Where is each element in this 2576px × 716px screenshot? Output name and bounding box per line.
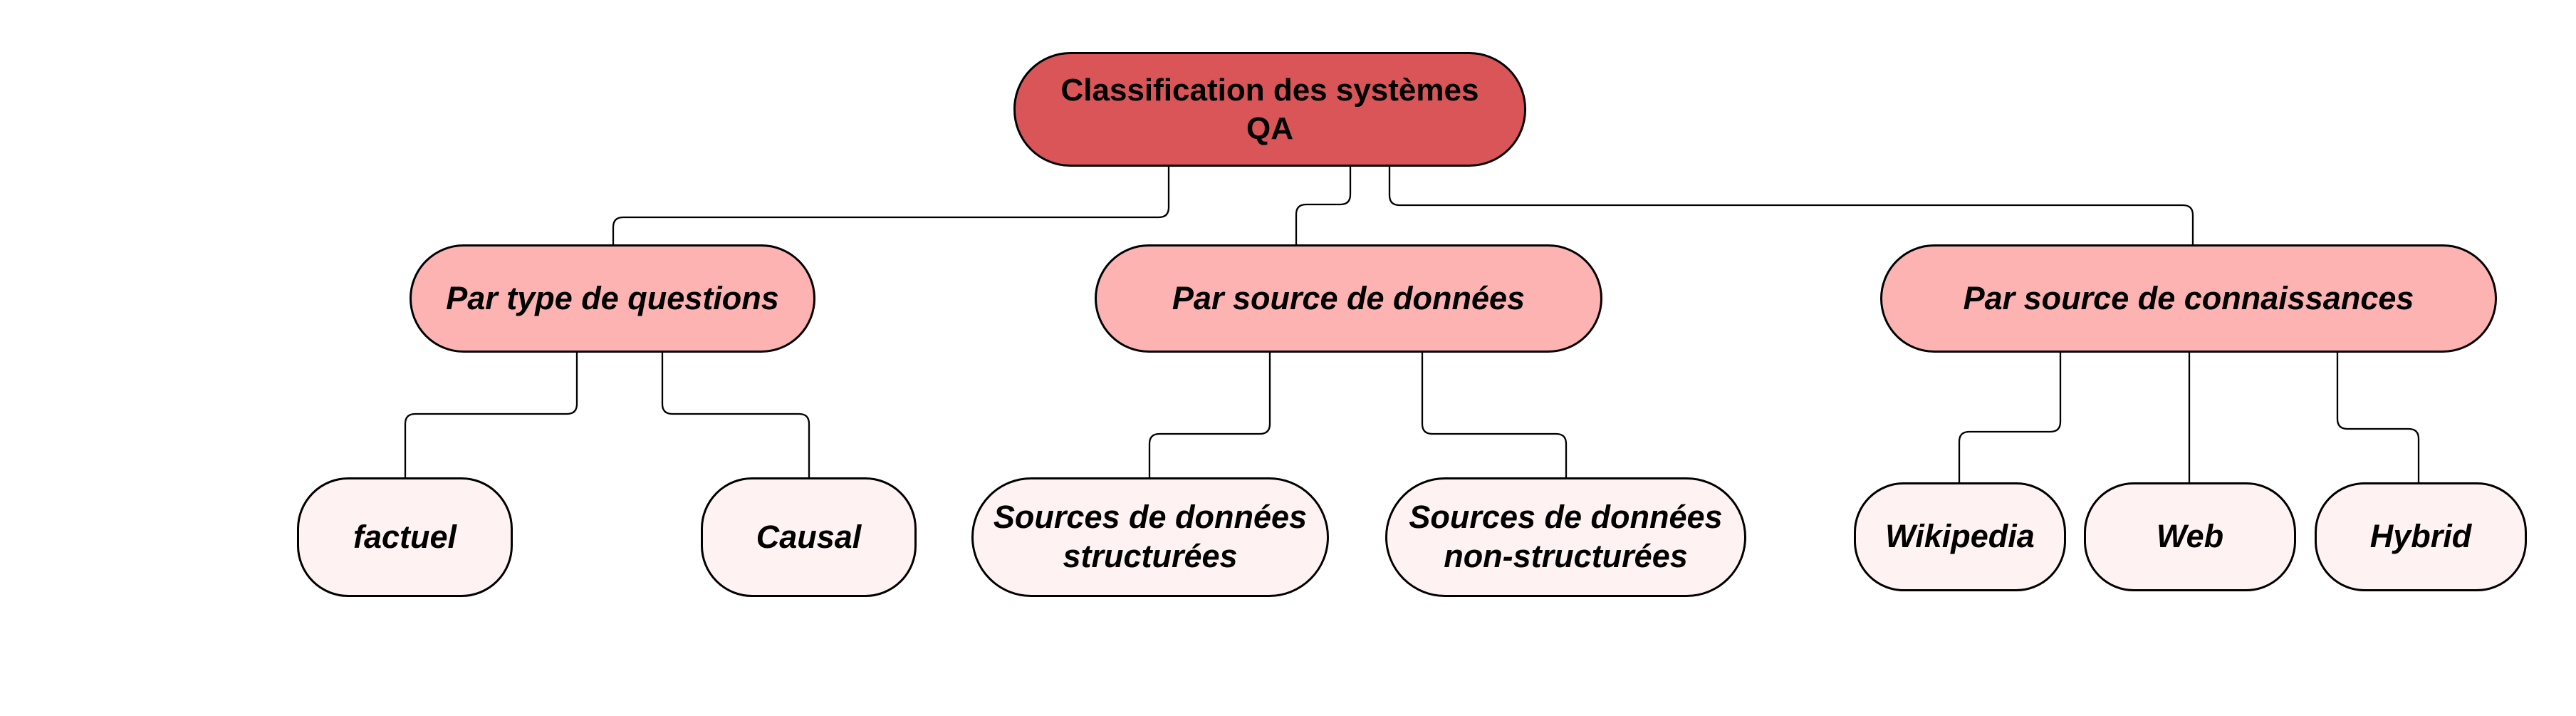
category-label-data-source: Par source de données bbox=[1172, 279, 1526, 316]
leaf-label-structured-data: Sources de données structurées bbox=[993, 499, 1308, 574]
edge-root-to-knowledge-source bbox=[1388, 166, 2194, 245]
edge-question-type-to-causal bbox=[661, 352, 810, 477]
leaf-label-unstructured-data: Sources de données non-structurées bbox=[1409, 499, 1723, 574]
edge-knowledge-source-to-wikipedia bbox=[1958, 352, 2062, 482]
category-label-knowledge-source: Par source de connaissances bbox=[1963, 279, 2414, 316]
category-node-data-source: Par source de données bbox=[1095, 244, 1602, 353]
edge-root-to-data-source bbox=[1295, 166, 1352, 245]
category-node-knowledge-source: Par source de connaissances bbox=[1880, 244, 2497, 353]
edge-data-source-to-unstructured bbox=[1421, 352, 1568, 477]
root-node-label: Classification des systèmes QA bbox=[1060, 72, 1479, 146]
root-node: Classification des systèmes QA bbox=[1013, 52, 1526, 167]
edge-question-type-to-factuel bbox=[404, 352, 578, 477]
leaf-label-causal: Causal bbox=[756, 518, 862, 555]
leaf-label-wikipedia: Wikipedia bbox=[1885, 518, 2035, 555]
leaf-node-hybrid: Hybrid bbox=[2315, 482, 2527, 591]
leaf-label-web: Web bbox=[2156, 518, 2224, 555]
leaf-node-structured-data: Sources de données structurées bbox=[971, 477, 1329, 597]
leaf-node-web: Web bbox=[2084, 482, 2296, 591]
leaf-node-causal: Causal bbox=[701, 477, 917, 597]
edge-root-to-question-type bbox=[612, 166, 1170, 245]
edge-data-source-to-structured bbox=[1148, 352, 1271, 477]
category-node-question-type: Par type de questions bbox=[410, 244, 815, 353]
leaf-node-factuel: factuel bbox=[297, 477, 513, 597]
edge-knowledge-source-to-hybrid bbox=[2336, 352, 2420, 482]
leaf-node-unstructured-data: Sources de données non-structurées bbox=[1385, 477, 1746, 597]
leaf-label-factuel: factuel bbox=[353, 518, 457, 555]
leaf-label-hybrid: Hybrid bbox=[2369, 518, 2472, 555]
category-label-question-type: Par type de questions bbox=[446, 279, 779, 316]
leaf-node-wikipedia: Wikipedia bbox=[1854, 482, 2066, 591]
